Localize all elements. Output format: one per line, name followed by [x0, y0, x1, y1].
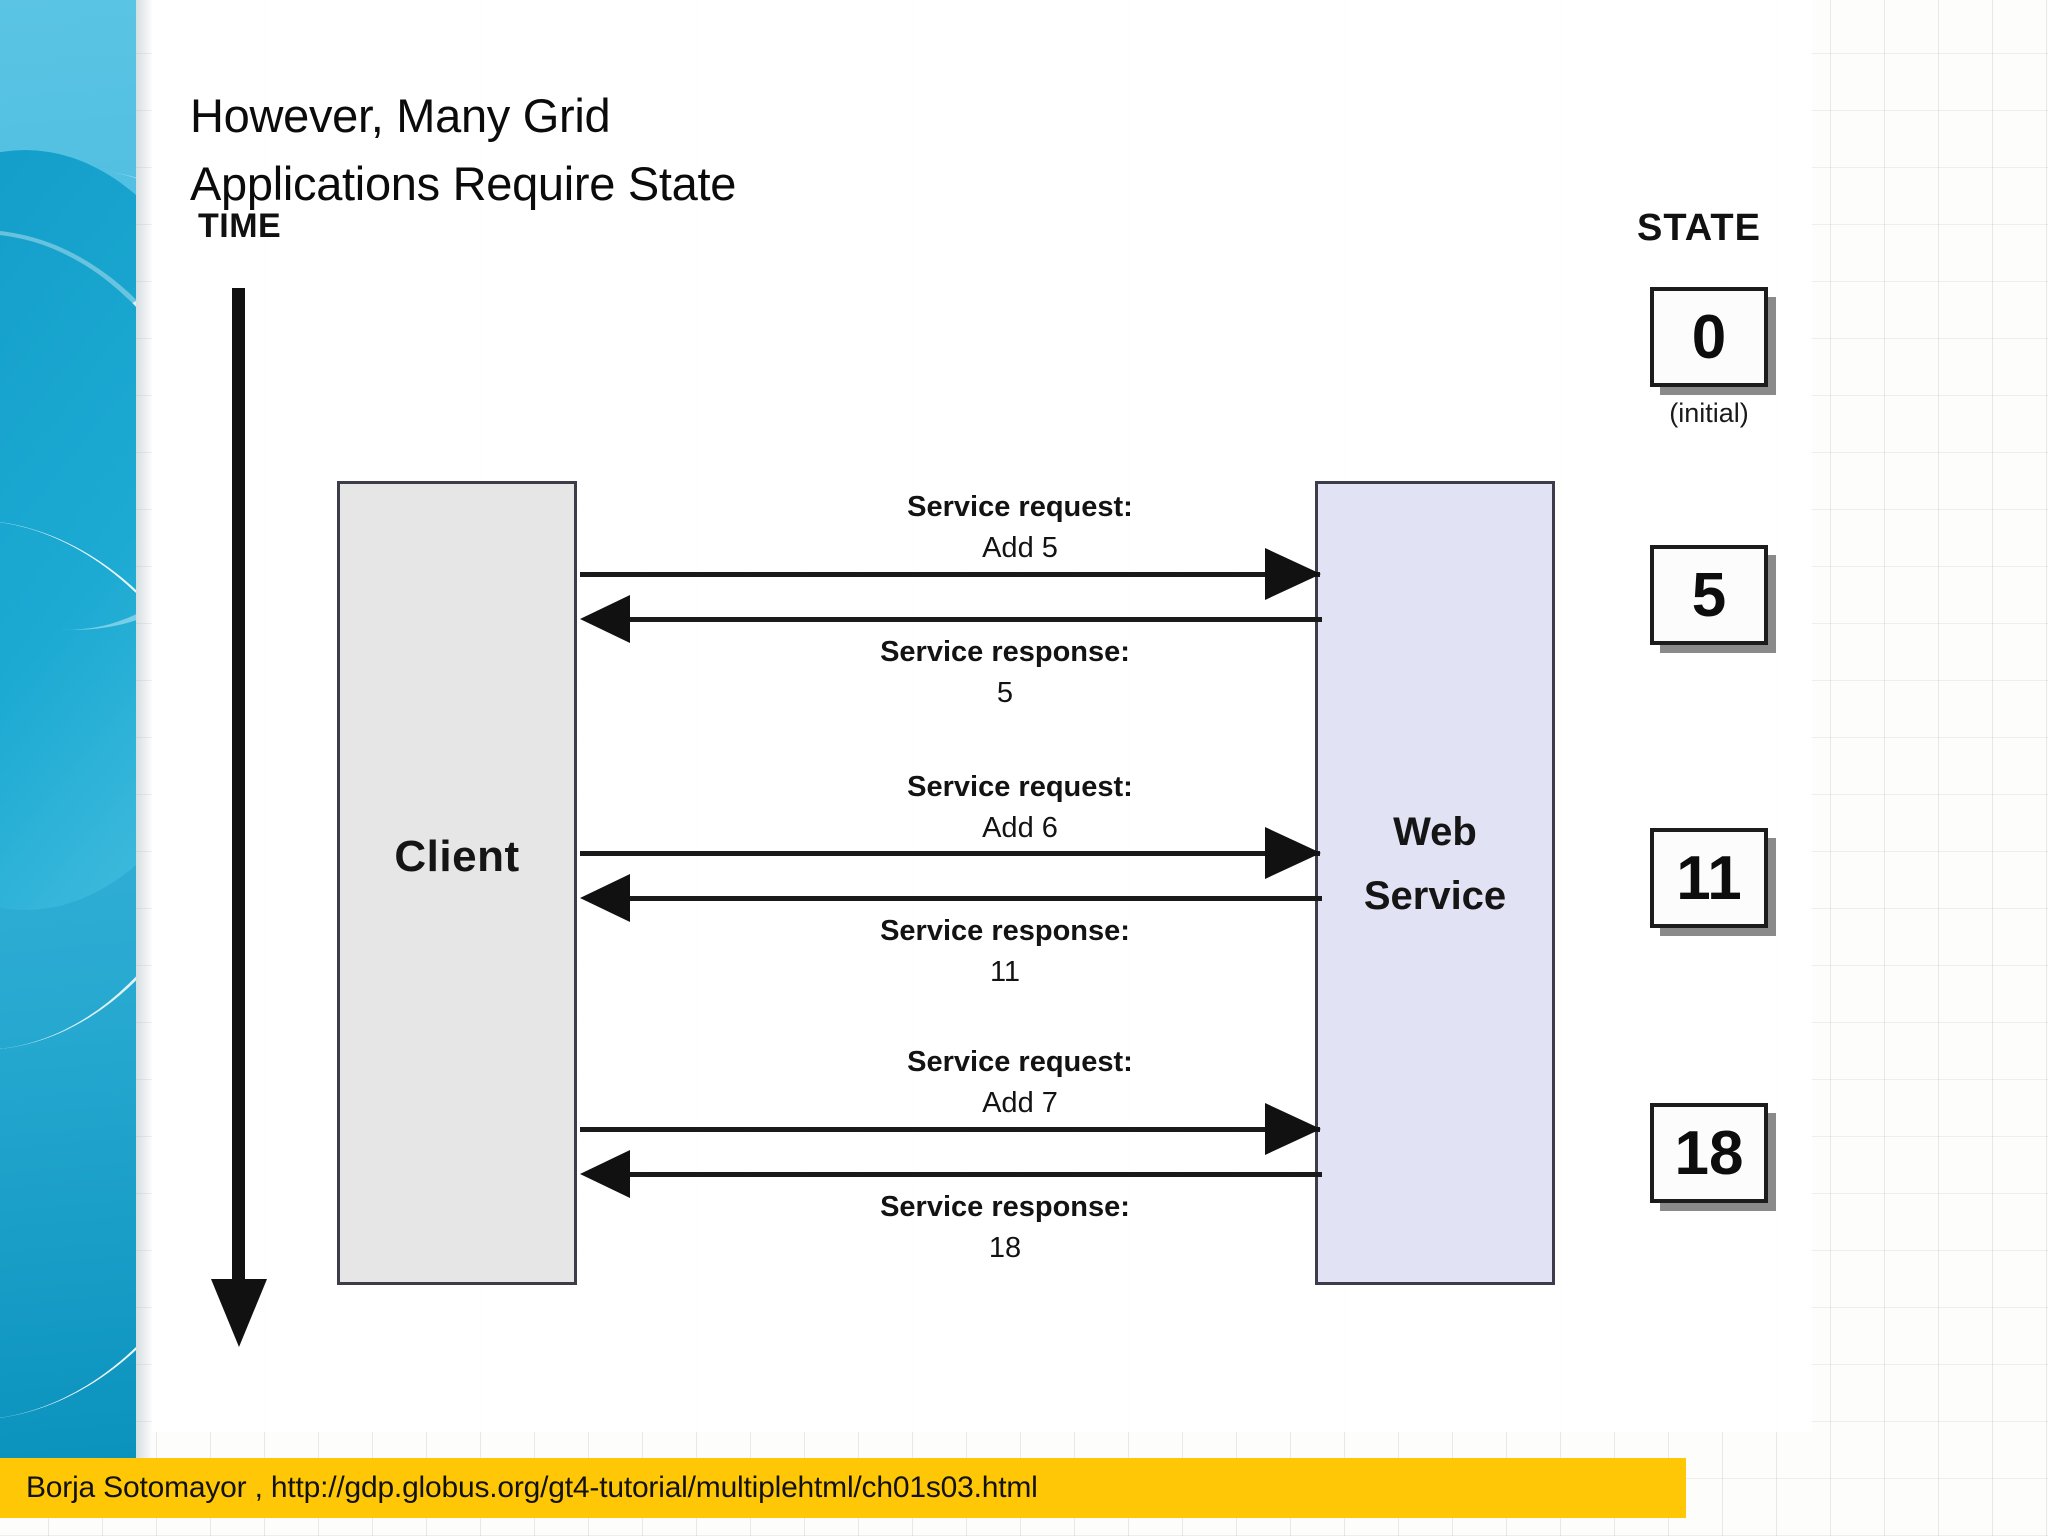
time-axis-label: TIME	[198, 207, 282, 245]
message-value: Add 5	[982, 532, 1058, 564]
message-title: Service request:	[907, 1046, 1133, 1078]
footer-credit-bar: Borja Sotomayor , http://gdp.globus.org/…	[0, 1458, 1686, 1518]
arrowhead-left-icon	[580, 1150, 630, 1198]
swoosh-shape-3	[0, 520, 136, 1420]
message-label-response-2: Service response: 11	[785, 911, 1225, 993]
message-value: Add 7	[982, 1087, 1058, 1119]
arrowhead-right-icon	[1265, 548, 1321, 600]
message-label-response-3: Service response: 18	[785, 1187, 1225, 1269]
state-column-header: STATE	[1637, 207, 1761, 249]
state-box-0: 0	[1650, 287, 1768, 387]
message-title: Service response:	[880, 636, 1130, 668]
page-title: However, Many Grid Applications Require …	[190, 89, 737, 210]
message-label-request-2: Service request: Add 6	[800, 767, 1240, 849]
actor-label-web-service: Web Service	[1363, 810, 1507, 918]
message-label-request-1: Service request: Add 5	[800, 487, 1240, 569]
message-arrow-request-2	[580, 851, 1320, 856]
arrowhead-right-icon	[1265, 1103, 1321, 1155]
message-label-request-3: Service request: Add 7	[800, 1042, 1240, 1124]
message-title: Service request:	[907, 771, 1133, 803]
band-edge-shadow	[136, 0, 152, 1464]
message-value: Add 6	[982, 812, 1058, 844]
actor-label-client: Client	[394, 832, 520, 881]
message-arrow-request-1	[580, 572, 1320, 577]
arrowhead-left-icon	[580, 595, 630, 643]
down-arrow-icon	[211, 1279, 267, 1347]
arrowhead-right-icon	[1265, 827, 1321, 879]
actor-box-client: Client	[337, 481, 577, 1285]
message-title: Service request:	[907, 491, 1133, 523]
message-title: Service response:	[880, 915, 1130, 947]
state-box-1: 5	[1650, 545, 1768, 645]
message-value: 5	[996, 677, 1014, 709]
left-decorative-band	[0, 0, 136, 1464]
message-arrow-response-2	[590, 896, 1322, 901]
message-title: Service response:	[880, 1191, 1130, 1223]
message-arrow-request-3	[580, 1127, 1320, 1132]
state-box-3: 18	[1650, 1103, 1768, 1203]
message-label-response-1: Service response: 5	[785, 632, 1225, 714]
message-value: 11	[989, 956, 1021, 988]
message-value: 18	[988, 1232, 1022, 1264]
footer-credit-text: Borja Sotomayor , http://gdp.globus.org/…	[26, 1471, 1038, 1504]
time-axis-arrow-shaft	[232, 288, 245, 1288]
message-arrow-response-3	[590, 1172, 1322, 1177]
actor-box-web-service: Web Service	[1315, 481, 1555, 1285]
state-box-0-note: (initial)	[1669, 398, 1749, 428]
state-box-2: 11	[1650, 828, 1768, 928]
message-arrow-response-1	[590, 617, 1322, 622]
arrowhead-left-icon	[580, 874, 630, 922]
